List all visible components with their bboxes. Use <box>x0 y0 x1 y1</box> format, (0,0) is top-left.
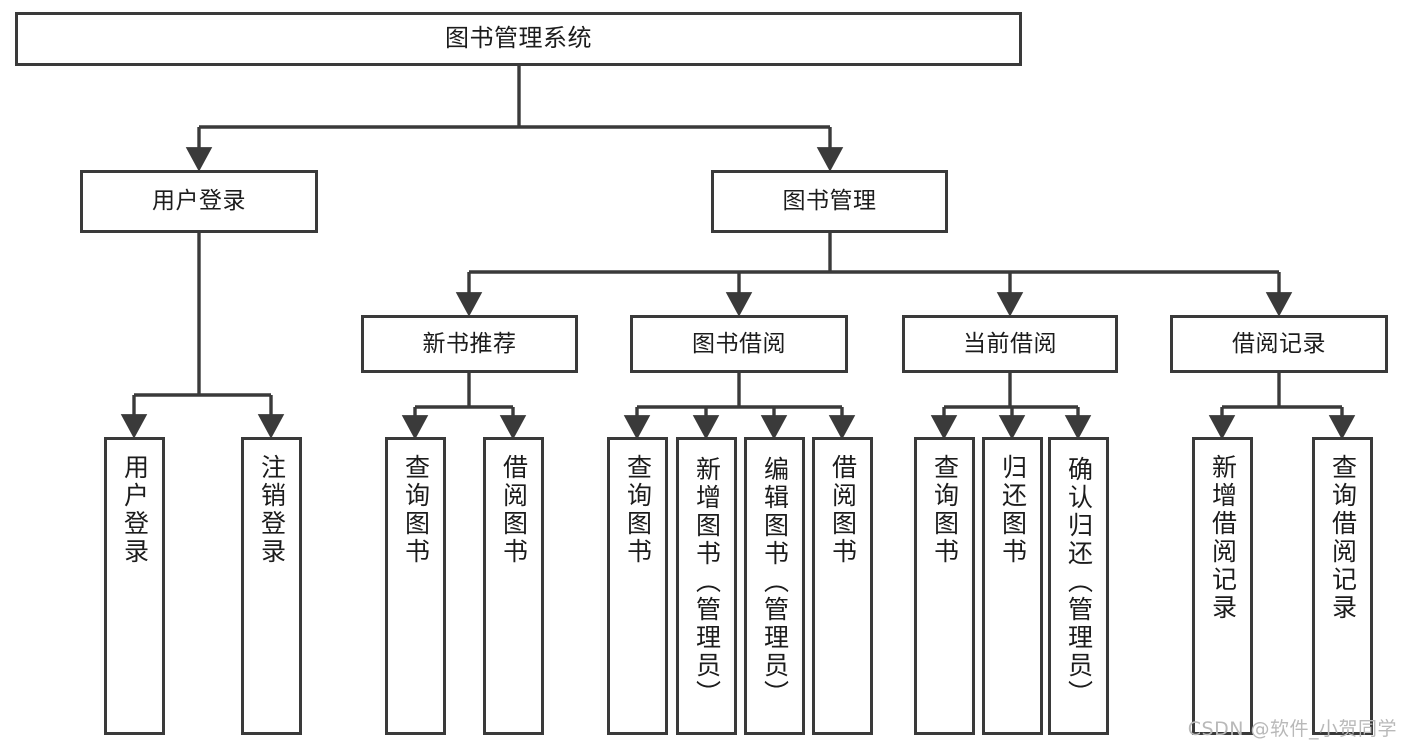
node-leaf-query-book-2[interactable]: 查询图书 <box>607 437 668 735</box>
node-leaf-query-book-2-label: 查询图书 <box>623 454 653 566</box>
node-leaf-confirm-return[interactable]: 确认归还（管理员） <box>1048 437 1109 735</box>
node-leaf-edit-book-label: 编辑图书（管理员） <box>760 456 790 708</box>
node-leaf-user-login[interactable]: 用户登录 <box>104 437 165 735</box>
node-book-manage-label: 图书管理 <box>782 188 877 215</box>
node-leaf-logout-label: 注销登录 <box>257 454 287 566</box>
node-current-borrow[interactable]: 当前借阅 <box>902 315 1118 373</box>
node-root[interactable]: 图书管理系统 <box>15 12 1022 66</box>
node-leaf-query-book-1-label: 查询图书 <box>401 454 431 566</box>
node-new-book-rec[interactable]: 新书推荐 <box>361 315 578 373</box>
node-leaf-return-book[interactable]: 归还图书 <box>982 437 1043 735</box>
node-leaf-query-record[interactable]: 查询借阅记录 <box>1312 437 1373 735</box>
node-root-label: 图书管理系统 <box>445 24 592 53</box>
node-user-login[interactable]: 用户登录 <box>80 170 318 233</box>
node-leaf-add-book[interactable]: 新增图书（管理员） <box>676 437 737 735</box>
node-leaf-edit-book[interactable]: 编辑图书（管理员） <box>744 437 805 735</box>
node-borrow-record[interactable]: 借阅记录 <box>1170 315 1388 373</box>
node-leaf-borrow-book-2[interactable]: 借阅图书 <box>812 437 873 735</box>
node-leaf-user-login-label: 用户登录 <box>120 454 150 566</box>
node-book-manage[interactable]: 图书管理 <box>711 170 948 233</box>
node-book-borrow[interactable]: 图书借阅 <box>630 315 848 373</box>
node-leaf-add-record[interactable]: 新增借阅记录 <box>1192 437 1253 735</box>
node-leaf-confirm-return-label: 确认归还（管理员） <box>1064 456 1094 708</box>
node-leaf-return-book-label: 归还图书 <box>998 454 1028 566</box>
node-leaf-query-book-3[interactable]: 查询图书 <box>914 437 975 735</box>
node-leaf-logout[interactable]: 注销登录 <box>241 437 302 735</box>
node-leaf-borrow-book-1[interactable]: 借阅图书 <box>483 437 544 735</box>
node-book-borrow-label: 图书借阅 <box>692 330 786 357</box>
node-leaf-add-book-label: 新增图书（管理员） <box>692 456 722 708</box>
node-user-login-label: 用户登录 <box>152 188 246 215</box>
node-current-borrow-label: 当前借阅 <box>963 330 1057 357</box>
node-leaf-add-record-label: 新增借阅记录 <box>1208 454 1238 622</box>
node-leaf-query-book-3-label: 查询图书 <box>930 454 960 566</box>
node-leaf-borrow-book-2-label: 借阅图书 <box>828 454 858 566</box>
csdn-watermark: CSDN @软件_小贺同学 <box>1187 718 1397 740</box>
node-leaf-borrow-book-1-label: 借阅图书 <box>499 454 529 566</box>
node-leaf-query-record-label: 查询借阅记录 <box>1328 454 1358 622</box>
node-new-book-rec-label: 新书推荐 <box>422 330 517 357</box>
node-leaf-query-book-1[interactable]: 查询图书 <box>385 437 446 735</box>
node-borrow-record-label: 借阅记录 <box>1232 330 1326 357</box>
